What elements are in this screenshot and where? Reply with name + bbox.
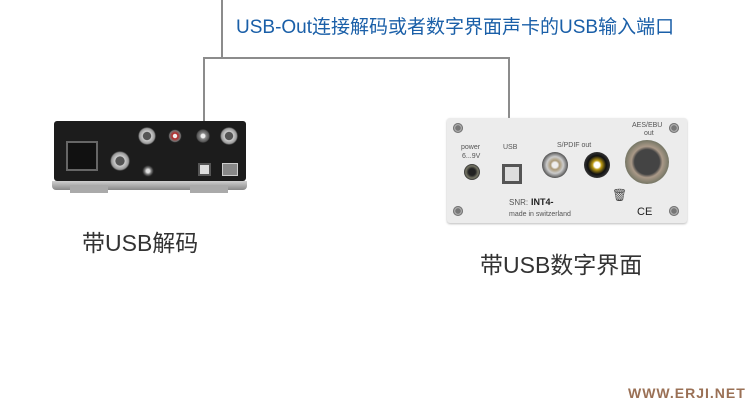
xlr-out-icon [625, 140, 669, 184]
xlr-out-icon [220, 127, 238, 145]
power-jack-icon [464, 164, 480, 180]
coax-in-icon [142, 165, 154, 177]
screw-icon [669, 123, 679, 133]
ethernet-port-icon [222, 163, 238, 176]
device-foot [190, 185, 228, 193]
headline: USB-Out连接解码或者数字界面声卡的USB输入端口 [236, 17, 675, 38]
xlr-out-icon [138, 127, 156, 145]
usb-label: USB [503, 144, 518, 151]
aes-label: AES/EBU [632, 122, 663, 129]
snr-label: SNR: [509, 198, 529, 207]
ce-mark: CE [637, 206, 653, 218]
weee-bin-icon: 🗑 [612, 188, 628, 202]
made-in-label: made in switzerland [509, 211, 571, 218]
aes-out-label: out [644, 130, 654, 137]
screw-icon [669, 206, 679, 216]
usb-port-icon [198, 163, 211, 176]
screw-icon [453, 123, 463, 133]
power-inlet-icon [66, 141, 98, 171]
spdif-label: S/PDIF out [557, 142, 592, 149]
usb-dac-device-image [54, 121, 246, 181]
connector-line-left [203, 57, 205, 150]
xlr-input-icon [110, 151, 130, 171]
left-device-label: 带USB解码 [82, 230, 199, 256]
usb-port-icon [502, 164, 522, 184]
device-base [52, 181, 247, 190]
connector-line-top [221, 0, 223, 58]
power-voltage-label: 6...9V [462, 153, 481, 160]
power-label: power [461, 144, 481, 151]
serial-number: INT4- [531, 197, 554, 207]
bnc-out-icon [542, 152, 568, 178]
device-foot [70, 185, 108, 193]
rca-out-icon [196, 129, 210, 143]
rca-out-icon [584, 152, 610, 178]
screw-icon [453, 206, 463, 216]
usb-digital-interface-device-image: power 6...9V USB S/PDIF out AES/EBU out … [447, 118, 687, 223]
rca-out-icon [168, 129, 182, 143]
watermark: WWW.ERJI.NET [628, 385, 746, 401]
right-device-label: 带USB数字界面 [480, 252, 643, 278]
connector-line-horizontal [203, 57, 510, 59]
